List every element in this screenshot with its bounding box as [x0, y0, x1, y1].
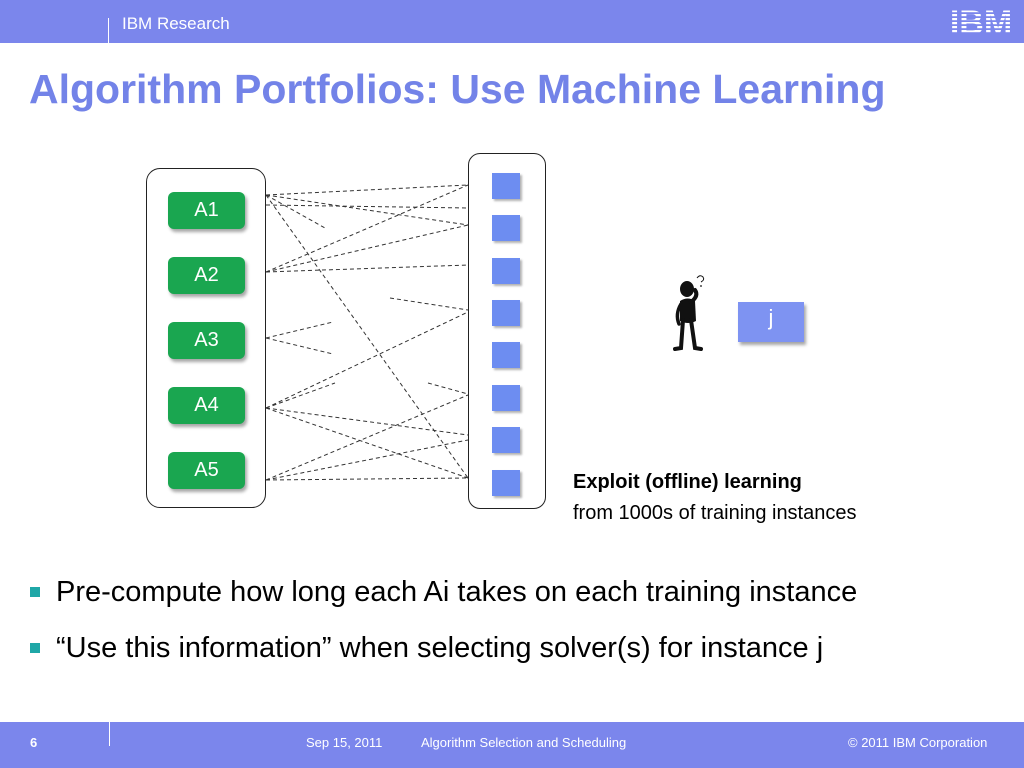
bullet-text: “Use this information” when selecting so…: [56, 632, 824, 664]
bullet-item: Pre-compute how long each Ai takes on ea…: [30, 576, 857, 632]
instance-container: [468, 153, 546, 509]
footer-copyright: © 2011 IBM Corporation: [848, 735, 988, 750]
header-divider: [108, 18, 109, 44]
footer-bar: 6 Sep 15, 2011 Algorithm Selection and S…: [0, 722, 1024, 768]
header-org: IBM Research: [122, 14, 230, 33]
training-instance: [492, 385, 520, 411]
training-instance: [492, 427, 520, 453]
bullet-marker-icon: [30, 643, 40, 653]
bullet-marker-icon: [30, 587, 40, 597]
ibm-logo: IBM: [950, 6, 1012, 38]
page-title: Algorithm Portfolios: Use Machine Learni…: [29, 66, 886, 112]
exploit-heading: Exploit (offline) learning: [573, 471, 802, 493]
training-instance: [492, 300, 520, 326]
training-instance: [492, 215, 520, 241]
bullet-list: Pre-compute how long each Ai takes on ea…: [30, 576, 857, 688]
training-instance: [492, 470, 520, 496]
exploit-subtext: from 1000s of training instances: [573, 502, 857, 524]
ibm-logo-text: IBM: [950, 6, 1012, 38]
algorithm-a3: A3: [168, 322, 245, 359]
footer-topic: Algorithm Selection and Scheduling: [421, 735, 627, 750]
footer-divider: [109, 722, 110, 746]
training-instance: [492, 258, 520, 284]
footer-date: Sep 15, 2011: [306, 735, 383, 750]
training-instance: [492, 173, 520, 199]
query-instance-box: j: [738, 302, 804, 342]
bullet-item: “Use this information” when selecting so…: [30, 632, 857, 688]
algorithm-a1: A1: [168, 192, 245, 229]
header-bar: IBM Research IBM: [0, 0, 1024, 44]
algorithm-a2: A2: [168, 257, 245, 294]
bullet-text: Pre-compute how long each Ai takes on ea…: [56, 576, 858, 608]
algorithm-a4: A4: [168, 387, 245, 424]
thinking-person-icon: [673, 275, 705, 351]
training-instance: [492, 342, 520, 368]
page-number: 6: [30, 735, 38, 750]
algorithm-a5: A5: [168, 452, 245, 489]
